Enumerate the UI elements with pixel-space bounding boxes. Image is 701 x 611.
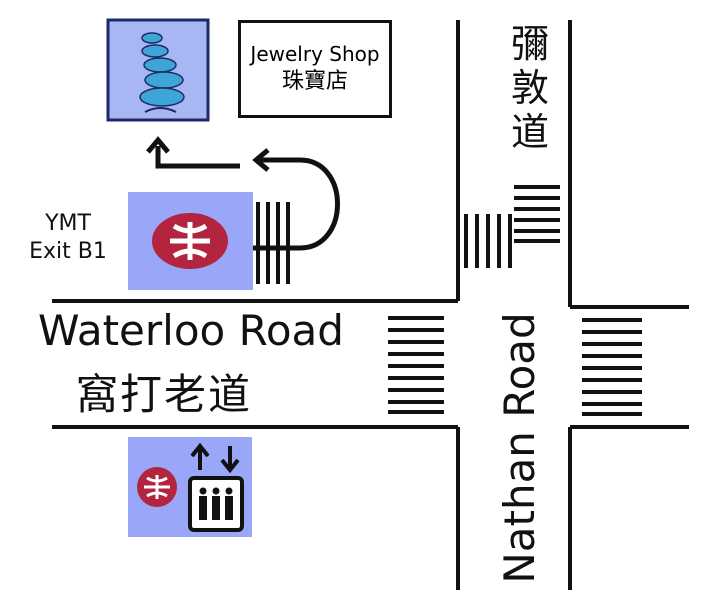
jewelry-shop-label-zh: 珠寶店 [281,69,348,94]
crosswalk-waterloo-east [582,318,642,416]
nathan-road-label-en: Nathan Road [495,312,544,584]
exit-b1-station [128,192,253,290]
waterloo-road-label-zh: 窩打老道 [76,370,253,419]
mtr-logo-icon [152,213,228,269]
mtr-logo-icon [137,467,177,507]
crosswalk-waterloo-west [388,316,444,414]
elevator-icon [188,442,244,532]
exit-label: YMT Exit B1 [18,210,118,266]
route-arrowhead-right [252,148,270,172]
sculpture-landmark [106,18,210,122]
waterloo-road-label-en: Waterloo Road [38,306,344,355]
road-lines [52,20,689,590]
nathan-road-label-zh: 彌敦道 [510,22,549,154]
crosswalk-nathan-north-upper [514,185,560,243]
lift-station [128,437,252,537]
jewelry-shop-landmark: Jewelry Shop 珠寶店 [238,20,392,118]
route-horizontal [155,146,240,169]
route-arrow [146,136,340,251]
exit-station-name: YMT [45,211,91,236]
crosswalk-exit-b1 [256,202,290,284]
route-curve [250,157,340,251]
exit-number: Exit B1 [29,239,107,264]
stacked-stones-sculpture-icon [139,32,185,113]
route-arrowhead-up [146,136,170,154]
jewelry-shop-label-en: Jewelry Shop [250,42,380,66]
crosswalk-nathan-north-lower [464,214,512,268]
